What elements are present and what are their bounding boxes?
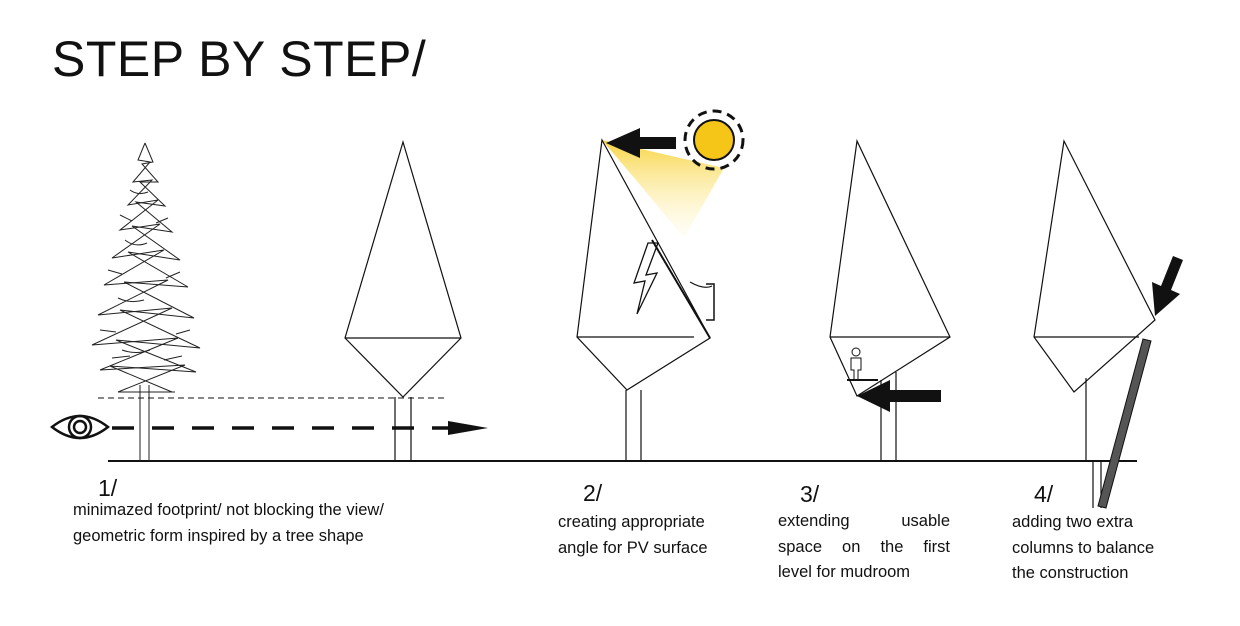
lightning-icon	[633, 242, 659, 315]
arrow-icon	[448, 421, 488, 435]
step-3-line-1: extending usable	[778, 512, 950, 530]
step-2-line-1: creating appropriate	[558, 513, 705, 531]
tree-form-2	[576, 138, 715, 461]
step-3-line-2: space on the first	[778, 537, 950, 556]
step-4-line-2: columns to balance	[1012, 538, 1155, 557]
sun-icon	[683, 109, 745, 171]
step-1-number: 1/	[98, 475, 118, 501]
sun-glow	[602, 140, 724, 238]
person-icon	[850, 347, 862, 381]
tree-icon	[91, 142, 201, 461]
step-4-line-3: the construction	[1012, 564, 1129, 582]
column-icon	[1097, 338, 1152, 509]
tree-form-1	[344, 139, 462, 461]
page-title: STEP BY STEP/	[52, 31, 427, 87]
step-4-caption: adding two extra columns to balance the …	[1012, 510, 1154, 587]
step-2-number: 2/	[583, 480, 603, 506]
step-1-line-2: geometric form inspired by a tree shape	[73, 526, 364, 545]
arrow-icon	[1152, 256, 1183, 316]
tree-form-3	[829, 138, 951, 461]
step-1-caption: minimazed footprint/ not blocking the vi…	[73, 498, 384, 549]
eye-icon	[49, 414, 111, 440]
step-3-caption: extending usable space on the first leve…	[778, 509, 950, 586]
tree-form-4	[1033, 139, 1156, 508]
step-1-line-1: minimazed footprint/ not blocking the vi…	[73, 501, 384, 519]
arrow-icon	[606, 128, 676, 158]
step-4-number: 4/	[1034, 481, 1054, 507]
step-2-line-2: angle for PV surface	[558, 538, 708, 557]
step-3-number: 3/	[800, 481, 820, 507]
step-3-line-3: level for mudroom	[778, 563, 911, 581]
arrow-icon	[857, 380, 941, 412]
step-4-line-1: adding two extra	[1012, 513, 1134, 531]
step-2-caption: creating appropriate angle for PV surfac…	[558, 510, 708, 561]
